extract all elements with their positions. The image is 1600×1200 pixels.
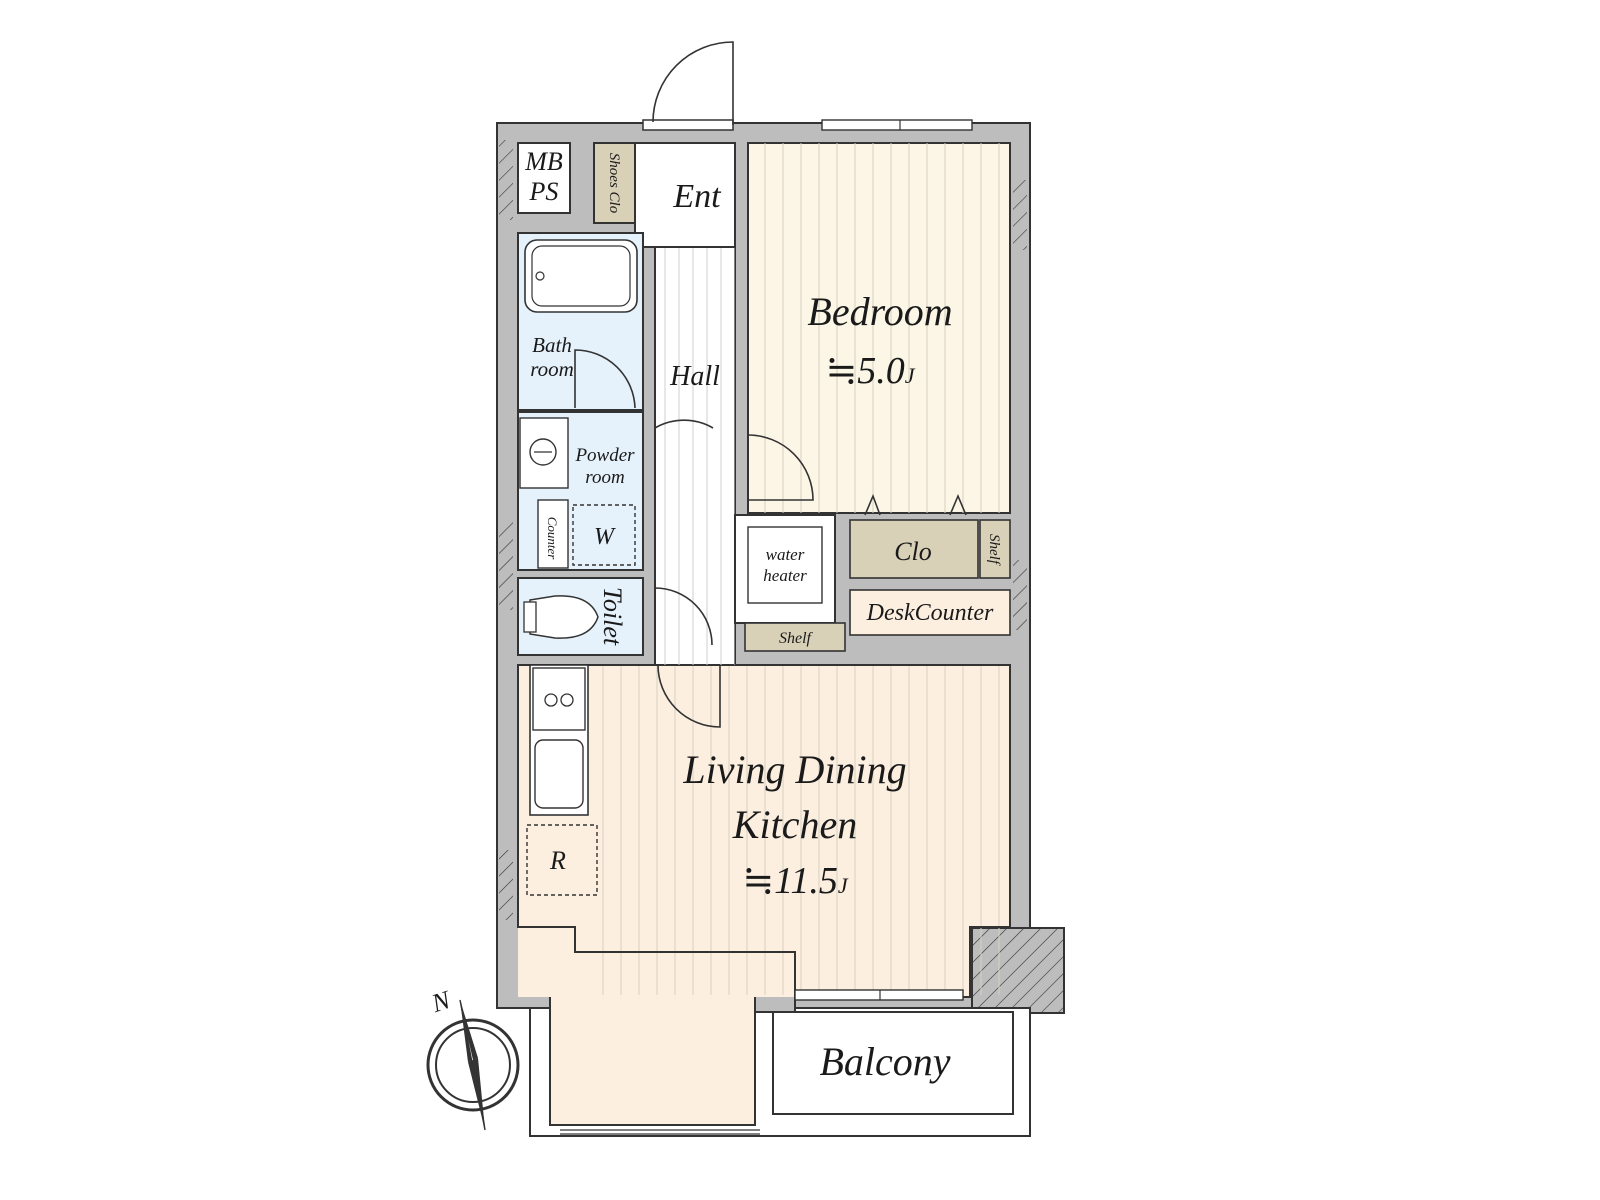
refrigerator-label: R (549, 846, 566, 875)
utility-block (734, 434, 1011, 652)
toilet-room (517, 577, 713, 656)
entrance (634, 41, 736, 248)
compass-icon (426, 999, 520, 1131)
ldk-label-line2: Kitchen (732, 802, 857, 847)
shelf-small-label: Shelf (986, 534, 1002, 566)
bathroom-label-line1: Bath (532, 333, 572, 357)
balcony-area (529, 951, 1031, 1137)
bedroom-label: Bedroom (807, 289, 952, 334)
bedroom-size: ≒5.0J (825, 350, 915, 392)
washer-label: W (594, 524, 616, 550)
water-heater-label-line1: water (766, 545, 805, 564)
room-labels: MB PS Shoes Clo Ent Bath room Hall Powde… (427, 147, 1002, 1084)
shelf-bottom-label: Shelf (779, 630, 814, 647)
bathroom-label-line2: room (530, 357, 574, 381)
shoes-closet (593, 142, 636, 224)
mbps-label-line2: PS (529, 177, 559, 206)
ldk-size-unit: J (838, 873, 849, 898)
shoes-closet-label: Shoes Clo (606, 153, 622, 214)
powder-room-label-line2: room (585, 467, 624, 488)
mbps-label-line1: MB (524, 147, 563, 176)
compass-north-label: N (427, 985, 455, 1019)
hall-label: Hall (669, 361, 720, 392)
desk-counter-label: DeskCounter (866, 600, 994, 626)
entrance-label: Ent (672, 178, 722, 215)
bathroom (517, 232, 644, 411)
balcony-label: Balcony (819, 1039, 950, 1084)
living-dining-kitchen (517, 664, 1011, 998)
powder-room-label-line1: Powder (574, 445, 635, 466)
hall (654, 246, 736, 666)
kitchen-fixtures (526, 664, 721, 896)
mbps (517, 142, 571, 214)
counter-label: Counter (545, 517, 560, 561)
powder-room (517, 411, 714, 571)
closet-label: Clo (894, 537, 932, 566)
ldk-size: ≒11.5J (742, 860, 849, 902)
windows (794, 119, 973, 1001)
toilet-label: Toilet (598, 587, 627, 646)
bedroom-size-unit: J (905, 363, 916, 388)
ldk-label-line1: Living Dining (682, 747, 906, 792)
water-heater-label-line2: heater (763, 566, 807, 585)
